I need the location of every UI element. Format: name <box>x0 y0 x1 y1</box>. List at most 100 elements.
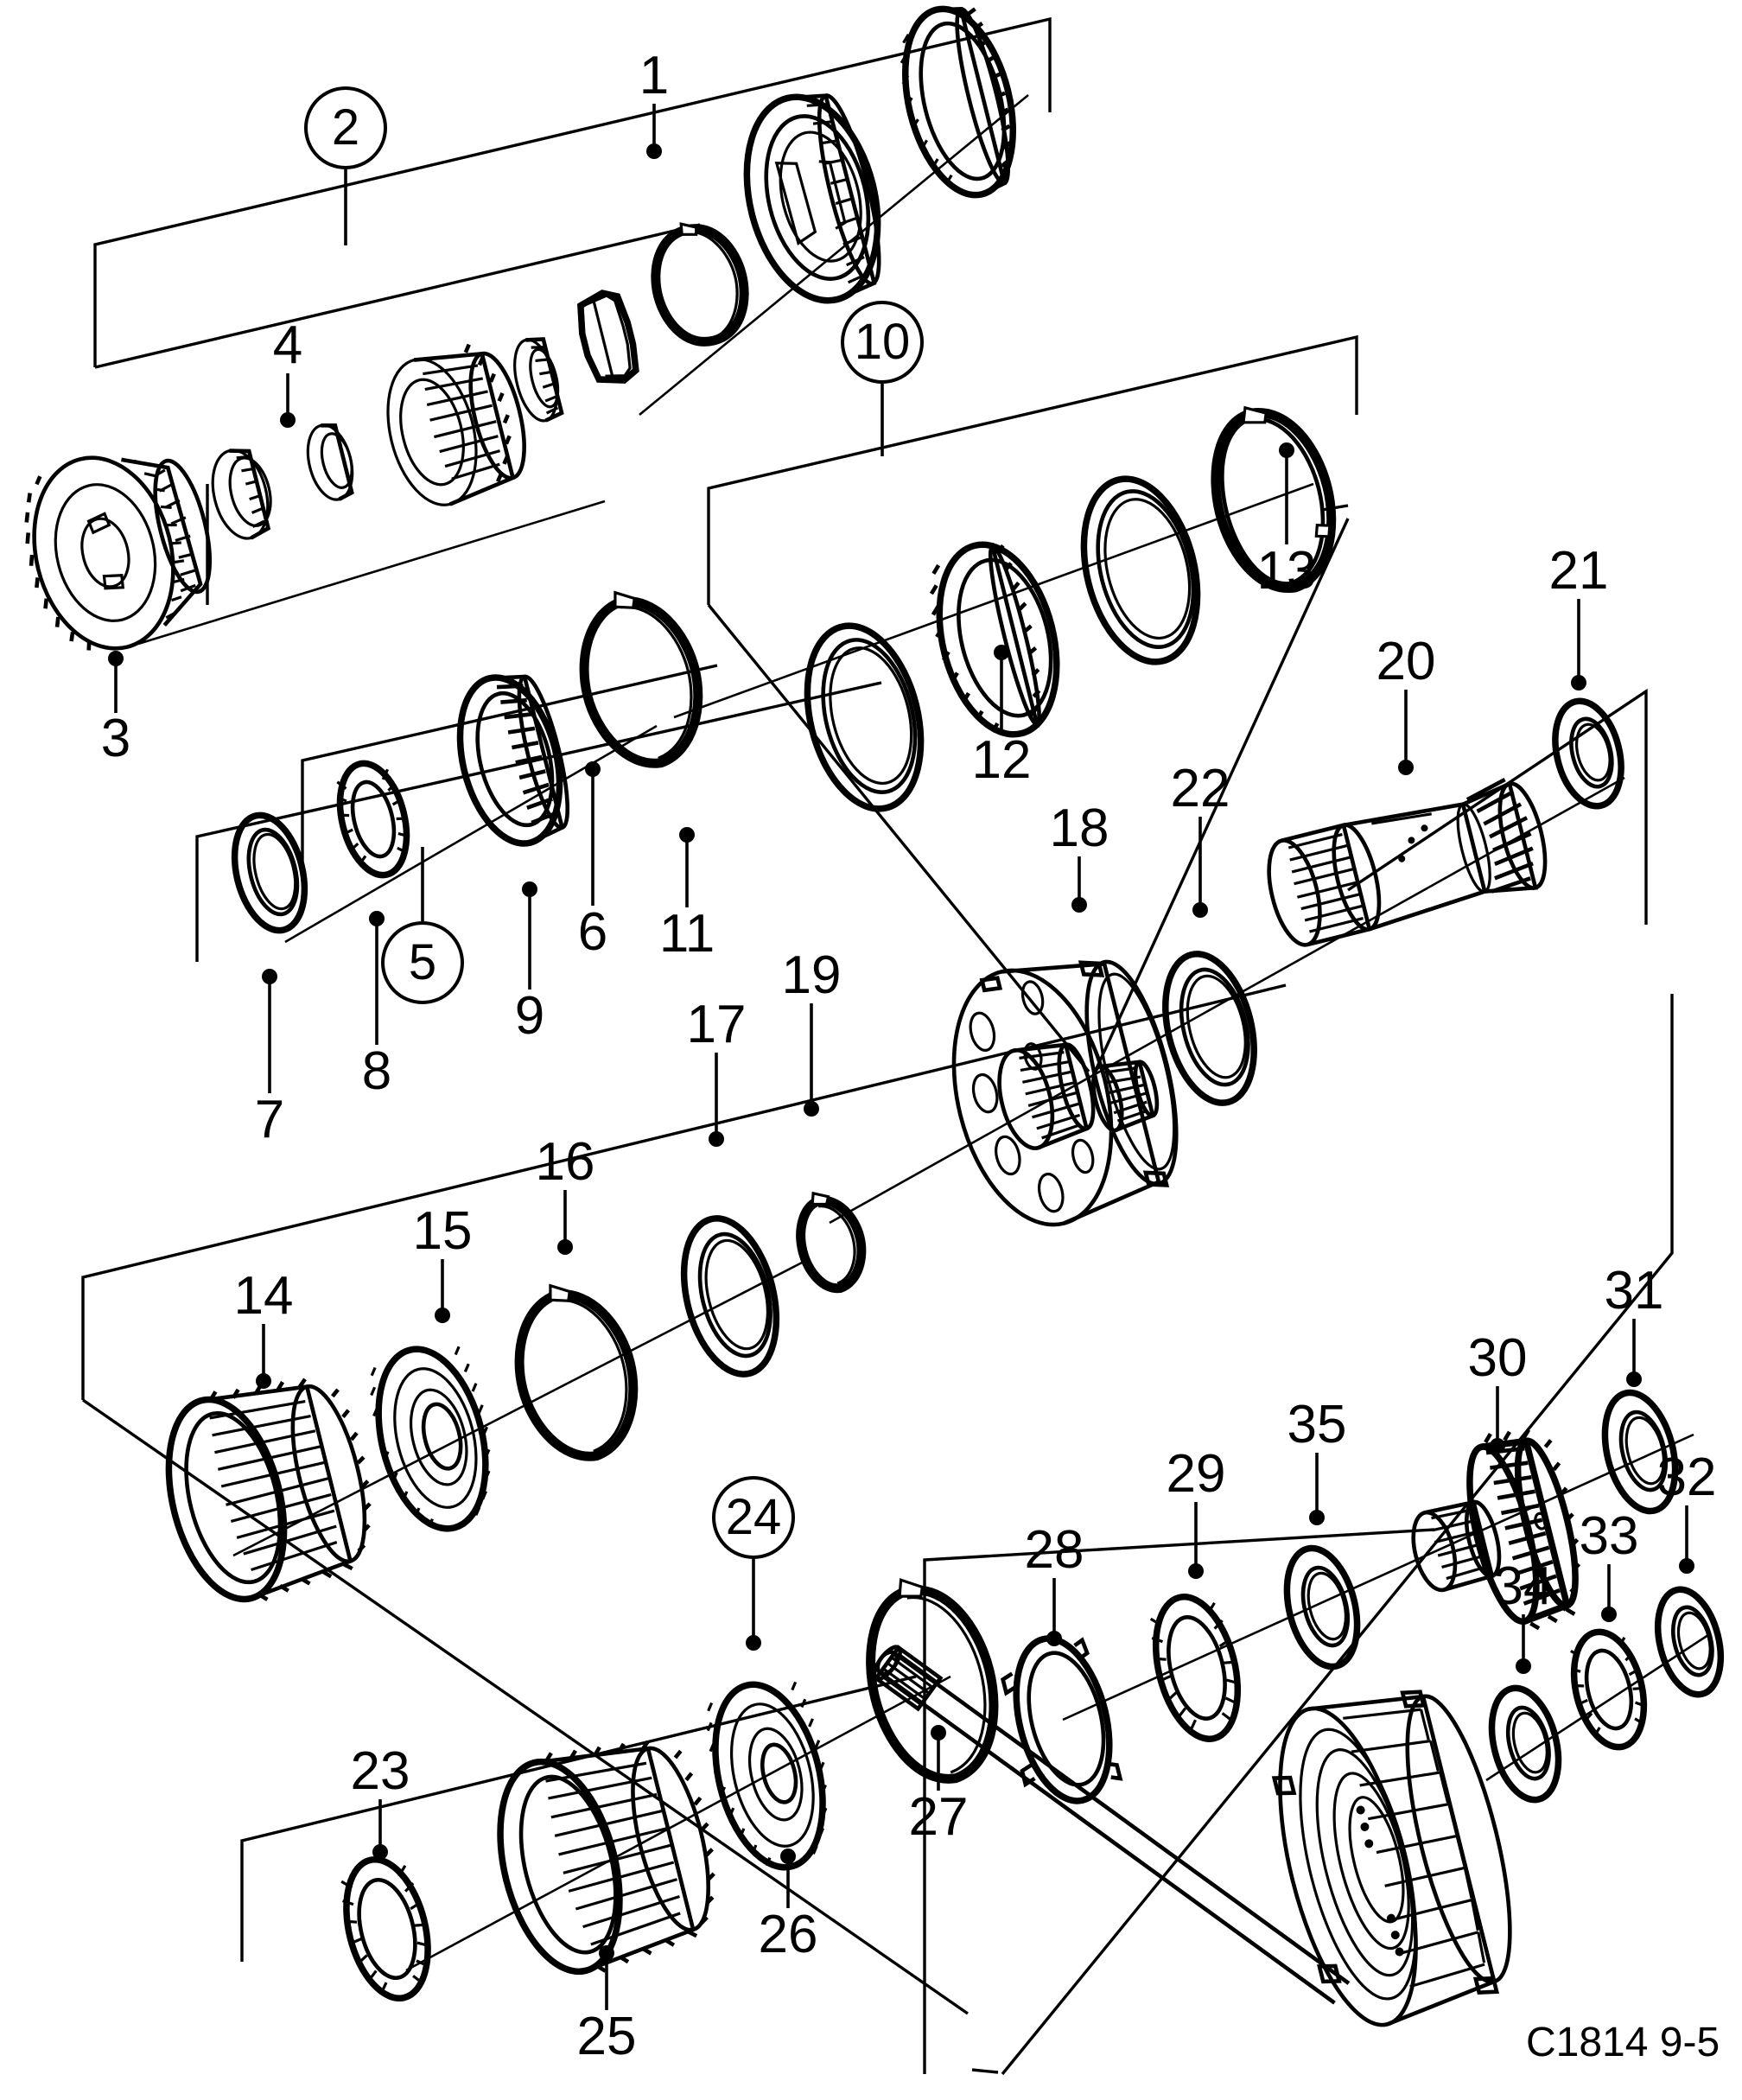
part-7-thrust-washer <box>231 811 308 934</box>
callout-number-2: 2 <box>304 86 387 169</box>
callout-number-27: 27 <box>908 1787 969 1847</box>
callout-number-21: 21 <box>1548 541 1609 601</box>
part-25-ring-gear <box>497 1740 715 1976</box>
leader-dot-9 <box>522 881 537 897</box>
part-28-retainer-plate <box>1001 1635 1123 1804</box>
leader-dot-16 <box>557 1239 573 1255</box>
part-group-10-plates <box>804 405 1337 812</box>
leader-dot-19 <box>804 1101 819 1117</box>
bracket-group-2 <box>93 16 1052 369</box>
leader-dot-22 <box>1192 902 1208 918</box>
part-29-thrust-washer <box>1149 1594 1242 1742</box>
callout-number-26: 26 <box>758 1905 818 1964</box>
bracket-group-28-31 <box>971 994 1674 2076</box>
part-33-toothed-washer <box>1570 1628 1648 1751</box>
callout-number-9: 9 <box>514 986 545 1046</box>
part-32-thrust-washer <box>1655 1586 1724 1698</box>
callout-number-34: 34 <box>1493 1556 1554 1616</box>
part-17-seal-ring <box>680 1215 780 1378</box>
callout-number-13: 13 <box>1256 541 1317 601</box>
leader-dot-1 <box>646 143 662 159</box>
leader-dot-30 <box>1490 1438 1505 1454</box>
callout-number-8: 8 <box>361 1041 392 1101</box>
part-23-thrust-washer <box>340 1855 431 2002</box>
part-35-thrust-washer <box>1283 1544 1361 1670</box>
part-21-thrust-washer <box>1552 697 1624 810</box>
leader-dot-21 <box>1571 675 1586 690</box>
bracket-group-7-11 <box>195 681 882 962</box>
callout-number-23: 23 <box>350 1741 410 1801</box>
callout-number-31: 31 <box>1604 1261 1664 1320</box>
leader-dot-11 <box>679 827 695 843</box>
part-3-driven-gear <box>24 455 213 651</box>
part-toothed-washer-b <box>513 337 564 423</box>
callout-number-10: 10 <box>841 301 924 384</box>
leader-dot-31 <box>1626 1371 1642 1387</box>
part-6-bearing-race <box>577 290 639 384</box>
callout-number-22: 22 <box>1170 759 1230 818</box>
bracket-group-5 <box>206 484 718 881</box>
callout-number-33: 33 <box>1579 1506 1639 1566</box>
callout-number-5: 5 <box>381 921 464 1004</box>
callout-number-29: 29 <box>1166 1444 1226 1504</box>
part-30-sun-gear <box>1411 1429 1581 1631</box>
leader-dot-23 <box>372 1844 388 1860</box>
callout-number-6: 6 <box>577 902 608 962</box>
callout-number-4: 4 <box>272 315 303 375</box>
part-18-planetary-carrier <box>951 959 1179 1227</box>
part-22-thrust-washer <box>1162 951 1257 1106</box>
bracket-group-24 <box>240 1675 917 1962</box>
sheet-code: C1814 9-5 <box>1526 2020 1720 2065</box>
leader-dot-4 <box>280 412 296 428</box>
leader-dot-27 <box>931 1725 946 1740</box>
callout-number-15: 15 <box>412 1201 473 1261</box>
callout-leader-lines <box>108 104 1694 2010</box>
bracket-group-20-21 <box>1347 688 1648 925</box>
callout-number-11: 11 <box>658 904 715 964</box>
part-clutch-drum <box>743 93 881 304</box>
leader-dot-8 <box>369 911 385 926</box>
leader-dot-34 <box>1516 1658 1531 1674</box>
callout-number-20: 20 <box>1376 632 1436 691</box>
part-16-snap-ring <box>514 1283 639 1461</box>
leader-dot-28 <box>1046 1631 1062 1646</box>
leader-dot-26 <box>780 1849 796 1864</box>
leader-dot-3 <box>108 651 124 666</box>
leader-dot-12 <box>994 645 1009 660</box>
part-19-snap-ring <box>796 1191 867 1294</box>
callout-number-19: 19 <box>781 945 842 1005</box>
part-15-thrust-bearing <box>370 1346 491 1532</box>
leader-dot-35 <box>1309 1510 1325 1525</box>
leader-dot-14 <box>256 1373 271 1389</box>
part-8-thrust-washer <box>336 760 410 879</box>
leader-dot-20 <box>1398 760 1414 775</box>
assembly-axis-lines <box>137 93 1712 1972</box>
leader-dot-33 <box>1601 1607 1617 1622</box>
final-assembly-drum-and-shaft <box>872 1645 1512 2027</box>
part-26-thrust-bearing <box>706 1681 828 1871</box>
leader-dot-25 <box>599 1945 614 1961</box>
part-thrust-washer-a <box>306 423 354 501</box>
bracket-group-32-34 <box>923 1528 1435 2074</box>
leader-dot-24 <box>746 1635 761 1651</box>
part-34-thrust-washer <box>1488 1684 1562 1804</box>
leader-dot-32 <box>1679 1558 1694 1574</box>
leader-dot-29 <box>1188 1563 1204 1579</box>
callout-number-1: 1 <box>639 46 670 105</box>
callout-number-28: 28 <box>1024 1520 1084 1580</box>
part-14-ring-gear <box>165 1378 372 1603</box>
callout-number-3: 3 <box>100 709 131 768</box>
part-1-snap-ring <box>651 222 749 347</box>
part-27-snap-ring <box>866 1578 999 1784</box>
leader-dot-7 <box>262 969 277 984</box>
callout-number-32: 32 <box>1656 1448 1717 1507</box>
leader-dot-15 <box>435 1308 450 1323</box>
callout-number-35: 35 <box>1287 1395 1347 1454</box>
leader-dot-17 <box>709 1131 724 1147</box>
callout-number-25: 25 <box>576 2007 637 2066</box>
callout-number-17: 17 <box>686 995 747 1054</box>
part-11-snap-ring <box>579 590 703 768</box>
part-one-way-clutch-race <box>900 5 1017 199</box>
callout-number-7: 7 <box>254 1090 285 1149</box>
